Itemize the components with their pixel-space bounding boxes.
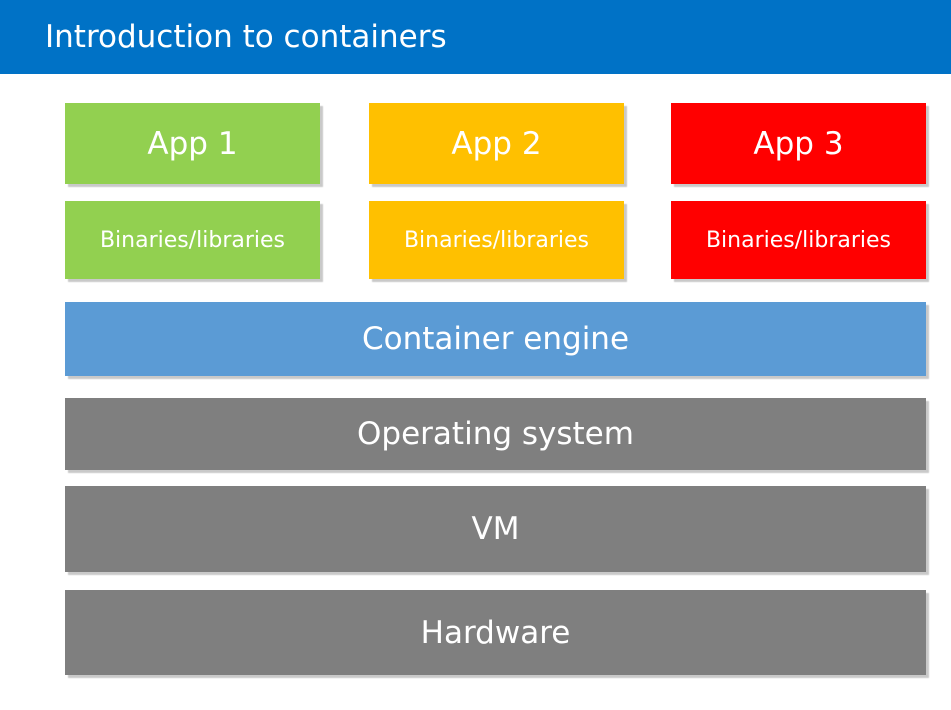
app-1-libraries-box: Binaries/libraries bbox=[65, 201, 320, 279]
app-1-box: App 1 bbox=[65, 103, 320, 184]
container-engine-layer: Container engine bbox=[65, 302, 926, 376]
app-2-box: App 2 bbox=[369, 103, 624, 184]
app-2-libraries-box: Binaries/libraries bbox=[369, 201, 624, 279]
hardware-layer: Hardware bbox=[65, 590, 926, 675]
page-title: Introduction to containers bbox=[45, 19, 447, 55]
operating-system-layer: Operating system bbox=[65, 398, 926, 470]
app-3-libraries-box: Binaries/libraries bbox=[671, 201, 926, 279]
vm-layer: VM bbox=[65, 486, 926, 572]
app-3-box: App 3 bbox=[671, 103, 926, 184]
title-bar: Introduction to containers bbox=[0, 0, 951, 74]
